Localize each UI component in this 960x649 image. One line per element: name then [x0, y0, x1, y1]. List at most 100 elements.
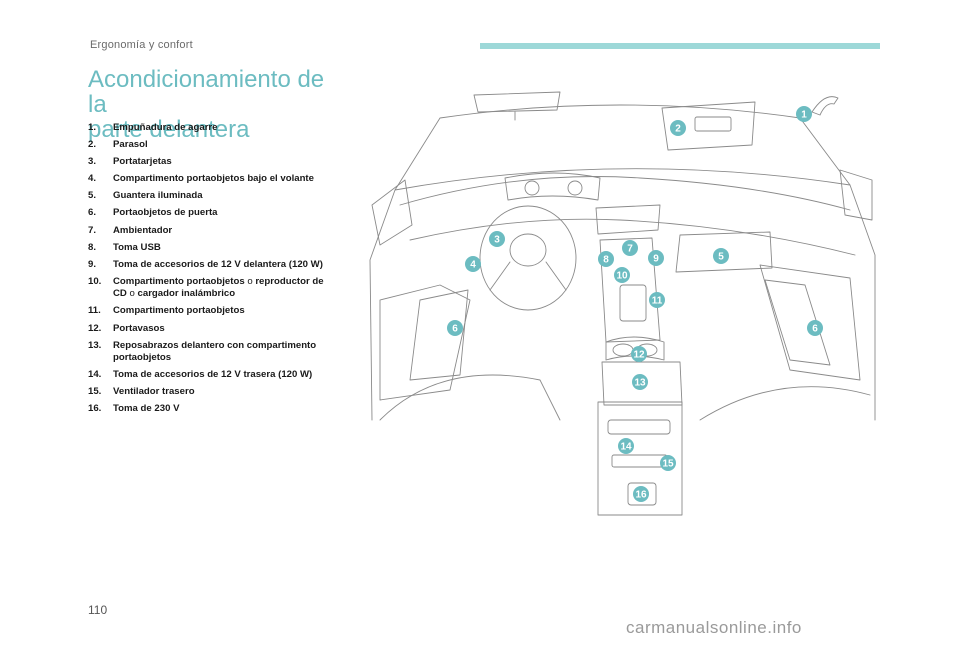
- item-number: 6.: [88, 207, 97, 219]
- footer-watermark: carmanualsonline.info: [626, 618, 802, 637]
- steering-hub: [509, 233, 547, 267]
- callout-label: 10: [616, 271, 628, 282]
- item-text: Portatarjetas: [113, 156, 172, 168]
- callout-circle: [632, 374, 648, 390]
- item-text: Empuñadura de agarre: [113, 122, 218, 133]
- callout-marker-14: 14: [618, 438, 634, 454]
- list-item: 9.Toma de accesorios de 12 V delantera (…: [88, 259, 338, 272]
- callout-label: 9: [653, 254, 659, 265]
- item-number: 11.: [88, 305, 101, 317]
- item-number: 5.: [88, 190, 97, 202]
- callout-marker-15: 15: [660, 455, 676, 471]
- right-door-panel: [759, 264, 861, 381]
- callout-circle: [633, 486, 649, 502]
- left-seat: [379, 374, 561, 421]
- callout-marker-12: 12: [631, 346, 647, 362]
- item-text: Toma USB: [113, 241, 161, 253]
- callout-circle: [614, 267, 630, 283]
- callout-circle: [465, 256, 481, 272]
- console-bin: [619, 284, 647, 322]
- item-text: Portaobjetos de puerta: [113, 207, 218, 219]
- callout-circle: [713, 248, 729, 264]
- callout-marker-13: 13: [632, 374, 648, 390]
- list-item: 16. Toma de 230 V: [88, 403, 338, 416]
- item-conjunction: o: [126, 288, 138, 300]
- callout-circle: [660, 455, 676, 471]
- list-item: 3. Portatarjetas: [88, 156, 338, 169]
- glovebox: [675, 231, 773, 273]
- callout-label: 16: [635, 490, 647, 501]
- list-item: 15.Ventilador trasero: [88, 386, 338, 399]
- visor-mirror: [694, 116, 732, 132]
- list-item: 1.Empuñadura de agarre: [88, 122, 338, 135]
- section-header: Ergonomía y confort: [90, 39, 193, 51]
- callout-marker-6: 6: [447, 320, 463, 336]
- dashboard-lower: [409, 218, 856, 256]
- list-item: 13.Reposabrazos delantero con compartime…: [88, 340, 338, 365]
- list-item: 11.Compartimento portaobjetos: [88, 305, 338, 318]
- item-number: 4.: [88, 173, 97, 185]
- item-text-part: Compartimento portaobjetos: [113, 275, 245, 287]
- callout-label: 13: [634, 378, 646, 389]
- item-text-part: reproductor de CD: [113, 275, 324, 300]
- item-text: Compartimento portaobjetos bajo el volan…: [113, 173, 314, 185]
- item-text: Compartimento portaobjetos o reproductor…: [113, 276, 338, 301]
- rear-socket: [627, 482, 657, 506]
- right-seat: [699, 386, 871, 421]
- item-text: Reposabrazos delantero con compartimento…: [113, 339, 317, 364]
- callout-circle: [622, 240, 638, 256]
- cupholder-left: [612, 343, 634, 357]
- callout-label: 4: [470, 260, 476, 271]
- rear-panel: [597, 401, 683, 516]
- right-window: [839, 169, 873, 221]
- left-door-pocket: [409, 289, 469, 381]
- callout-circle: [649, 292, 665, 308]
- callout-marker-9: 9: [648, 250, 664, 266]
- callout-label: 14: [620, 442, 632, 453]
- right-a-pillar: [849, 184, 876, 421]
- callout-circle: [618, 438, 634, 454]
- gauge-right: [567, 180, 583, 196]
- center-console: [599, 237, 661, 343]
- item-number: 16.: [88, 403, 102, 415]
- list-item: 6. Portaobjetos de puerta: [88, 207, 338, 220]
- callout-label: 8: [603, 255, 609, 266]
- item-text-part: cargador inalámbrico: [137, 288, 236, 300]
- callout-marker-4: 4: [465, 256, 481, 272]
- callout-circle: [447, 320, 463, 336]
- item-text: Toma de 230 V: [113, 403, 180, 415]
- callout-circle: [807, 320, 823, 336]
- callout-circle: [489, 231, 505, 247]
- callout-marker-11: 11: [649, 292, 665, 308]
- list-item: 8.Toma USB: [88, 242, 338, 255]
- item-text: Toma de accesorios de 12 V trasera (120 …: [113, 369, 313, 381]
- header-accent-bar: [480, 43, 880, 49]
- component-list: 1.Empuñadura de agarre 2.Parasol 3.Porta…: [88, 122, 338, 421]
- item-number: 10.: [88, 275, 102, 287]
- rear-vents: [607, 419, 671, 435]
- list-item: 5.Guantera iluminada: [88, 190, 338, 203]
- callout-marker-8: 8: [598, 251, 614, 267]
- callout-label: 7: [627, 244, 633, 255]
- item-number: 12.: [88, 322, 102, 334]
- callout-label: 2: [675, 124, 681, 135]
- item-text: Ambientador: [113, 224, 173, 236]
- list-item: 7.Ambientador: [88, 225, 338, 238]
- callout-label: 12: [633, 350, 645, 361]
- cupholder-area: [605, 336, 665, 361]
- callout-label: 11: [652, 296, 663, 307]
- steering-spoke: [489, 261, 567, 291]
- callout-label: 5: [718, 252, 724, 263]
- callout-marker-6: 6: [807, 320, 823, 336]
- grab-handle: [811, 96, 839, 116]
- item-number: 3.: [88, 156, 97, 168]
- steering-wheel: [479, 205, 577, 311]
- item-text: Portavasos: [113, 322, 165, 334]
- list-item: 12. Portavasos: [88, 323, 338, 336]
- item-text: Toma de accesorios de 12 V delantera (12…: [113, 258, 323, 270]
- callout-label: 15: [662, 459, 674, 470]
- left-window: [371, 179, 413, 246]
- callout-marker-3: 3: [489, 231, 505, 247]
- item-number: 14.: [88, 369, 102, 381]
- item-conjunction: o: [244, 275, 256, 287]
